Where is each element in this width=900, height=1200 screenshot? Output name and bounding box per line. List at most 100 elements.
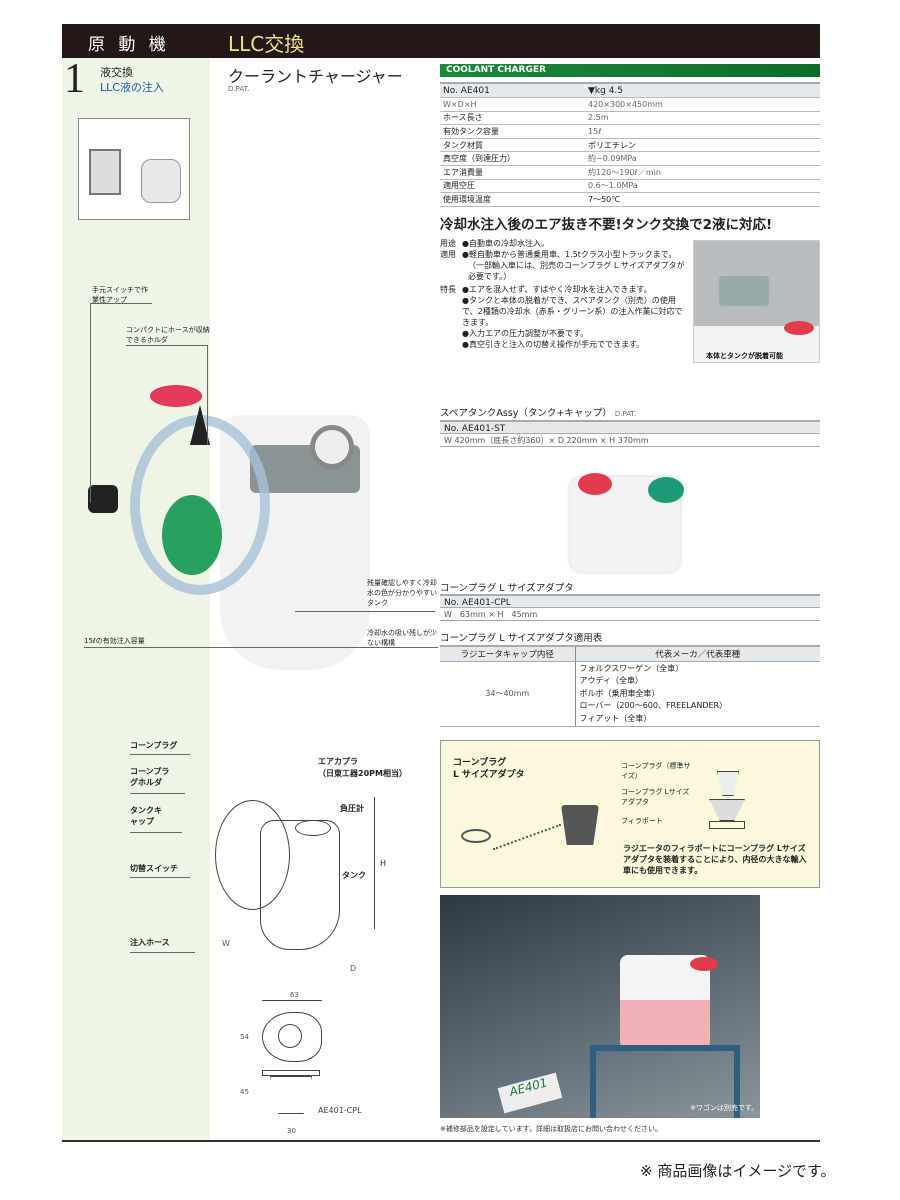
decoration (492, 823, 562, 851)
text-label: コーンプラグ (453, 758, 507, 768)
decoration (262, 1070, 320, 1076)
parts-note: ※補修部品を設定しています。詳細は取扱店にお問い合わせください。 (440, 1125, 662, 1133)
photo-caption: 本体とタンクが脱着可能 (706, 352, 783, 360)
dimension-diagram: コーンプラグ コーンプラグホルダ タンクキャップ 切替スイッチ 注入ホース エア… (100, 730, 420, 1140)
decoration (374, 797, 375, 929)
adapter-info-box: コーンプラグ L サイズアダプタ コーンプラグ（標準サイズ） コーンプラグ Lサ… (440, 740, 820, 888)
section-title: LLC交換 (228, 32, 305, 56)
text-label: No. AE401-ST (440, 420, 820, 434)
spec-row: 真空度（到達圧力）約−0.09MPa (440, 151, 820, 167)
text-label: 用途 (440, 239, 456, 248)
side-title: 液交換 (100, 66, 133, 79)
text-label: 約−0.09MPa (585, 151, 820, 167)
text-label: ●自動車の冷却水注入。 (462, 239, 549, 248)
callout-drain: 冷却水の吸い残しが少ない構構 (367, 629, 437, 647)
text-label: 2.5m (585, 111, 820, 126)
text-label: タンクキャップ (130, 806, 162, 826)
decoration (89, 149, 121, 195)
text-label: フィアット（全車） (579, 713, 652, 723)
text-label: 負圧計 (340, 804, 364, 813)
text-label: ●タンクと本体の脱着ができ、スペアタンク（別売）の使用で、2種類の冷却水（赤系・… (462, 296, 683, 327)
text-label: コーンプラグホルダ (130, 767, 170, 787)
decoration (150, 385, 202, 407)
text-label: ホース長さ (440, 111, 585, 126)
category-title: 原 動 機 (88, 35, 170, 55)
text-label: （一部輸入車には、別売のコーンプラグ L サイズアダプタが必要です。） (468, 261, 685, 281)
text-label: アウディ（全車） (579, 676, 643, 685)
photo-caption: ※ワゴンは別売です。 (690, 1104, 759, 1112)
text-label: L サイズアダプタ (453, 770, 525, 780)
decoration (648, 477, 684, 503)
spec-row: タンク材質ポリエチレン (440, 138, 820, 153)
callout-switch: 手元スイッチで作業性アップ (92, 285, 150, 305)
callout-line (295, 611, 435, 612)
footer-note: ※ 商品画像はイメージです。 (640, 1162, 836, 1180)
text-label: 使用環境温度 (440, 192, 585, 207)
section-number: 1 (64, 56, 85, 102)
text-label: エア消費量 (440, 165, 585, 180)
decoration (717, 771, 739, 796)
adapter-title: コーンプラグ L サイズアダプタ (440, 583, 574, 594)
text-label: コーンプラグ（標準サイズ） (621, 762, 691, 780)
decoration: ラジエータキャップ内径代表メーカ／代表車種 34〜40mm フォルクスワーゲン（… (440, 645, 820, 727)
text-label: 適用空圧 (440, 179, 585, 194)
decoration (130, 793, 185, 794)
header-bar: 原 動 機 LLC交換 (62, 24, 820, 58)
decoration: 特長 ●エアを混入せず、すばやく冷却水を注入できます。●タンクと本体の脱着ができ… (440, 284, 690, 350)
text-label: 45 (240, 1088, 249, 1096)
decoration (262, 1000, 322, 1001)
headline: 冷却水注入後のエア抜き不要!タンク交換で2液に対応! (440, 217, 773, 233)
text-label: 真空度（到達圧力） (440, 151, 585, 167)
apptable-title: コーンプラグ L サイズアダプタ適用表 (440, 633, 603, 644)
spec-banner: COOLANT CHARGER (440, 64, 820, 77)
decoration (461, 829, 491, 843)
text-label: エアカプラ (318, 757, 358, 766)
text-label: スペアタンクAssy（タンク+キャップ） (440, 408, 612, 419)
text-label: コーンプラグ Lサイズアダプタ (621, 788, 690, 806)
text-label: 代表メーカ／代表車種 (575, 645, 820, 662)
text-label: 420×300×450mm (585, 97, 820, 112)
usage-block: 用途 ●自動車の冷却水注入。 適用●軽自動車から普通乗用車、1.5tクラス小型トラ… (440, 238, 690, 350)
text-label: 約120〜190ℓ／min (585, 165, 820, 180)
decoration (278, 1024, 302, 1048)
text-label: フォルクスワーゲン（全車） (579, 663, 684, 673)
text-label: W (222, 939, 230, 948)
decoration: フォルクスワーゲン（全車）アウディ（全車）ボルボ（乗用車全車）ローバー（200〜… (575, 661, 820, 727)
text-label: 特長 (440, 285, 456, 294)
text-label: ラジエータのフィラポートにコーンプラグ Lサイズアダプタを装着することにより、内… (623, 844, 807, 875)
text-label: No. AE401-CPL (440, 594, 820, 608)
decoration (690, 957, 718, 971)
text-label: AE401-CPL (318, 1106, 362, 1115)
callout-line (207, 345, 208, 445)
text-label: 63 (290, 991, 299, 999)
text-label: ●真空引きと注入の切替え操作が手元でできます。 (462, 340, 645, 349)
car-photo: AE401 ※ワゴンは別売です。 (440, 895, 760, 1118)
decoration (709, 821, 745, 829)
text-label: タンク (342, 871, 366, 880)
callout-tank: 残量確認しやすく冷却水の色が分かりやすいタンク (367, 579, 437, 607)
product-photo (88, 375, 440, 670)
decoration (590, 1045, 740, 1118)
decoration: 用途 ●自動車の冷却水注入。 (440, 238, 690, 249)
thumbnail-image (78, 118, 190, 220)
license-plate: AE401 (497, 1072, 563, 1114)
decoration: ●エアを混入せず、すばやく冷却水を注入できます。●タンクと本体の脱着ができ、スペ… (462, 284, 690, 350)
decoration (260, 820, 340, 950)
text-label: フィラポート (621, 817, 663, 825)
text-label: 15ℓ (585, 124, 820, 139)
decoration: 適用●軽自動車から普通乗用車、1.5tクラス小型トラックまで。（一部輸入車には、… (440, 249, 690, 282)
product-title: クーラントチャージャー (228, 67, 403, 86)
text-label: 有効タンク容量 (440, 124, 585, 139)
callout-capacity: 15ℓの有効注入容量 (84, 637, 145, 645)
text-label: タンク材質 (440, 138, 585, 153)
decoration (784, 321, 814, 335)
text-label: コーンプラグ (130, 741, 178, 750)
callout-line (126, 345, 208, 346)
text-label: No. AE401 (440, 84, 585, 99)
decoration (130, 952, 195, 953)
